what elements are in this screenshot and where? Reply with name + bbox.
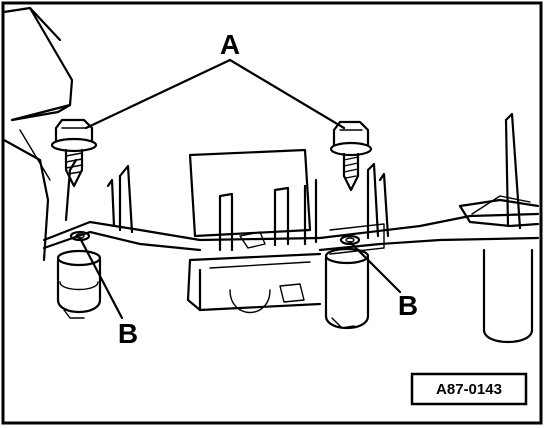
right-screw (329, 120, 373, 192)
right-sensor (324, 247, 370, 329)
reference-box: A87-0143 (410, 372, 528, 406)
callout-a: A (220, 29, 240, 60)
left-bracket (42, 158, 322, 252)
left-sensor (56, 249, 102, 319)
callout-b-right: B (398, 290, 418, 321)
left-screw (50, 118, 98, 188)
callout-b-left: B (118, 318, 138, 349)
left-housing (2, 6, 74, 262)
center-housing (186, 148, 322, 314)
reference-number: A87-0143 (436, 381, 502, 398)
far-right-mount (458, 112, 540, 343)
right-bracket (318, 162, 540, 255)
leader-lines (78, 58, 402, 320)
